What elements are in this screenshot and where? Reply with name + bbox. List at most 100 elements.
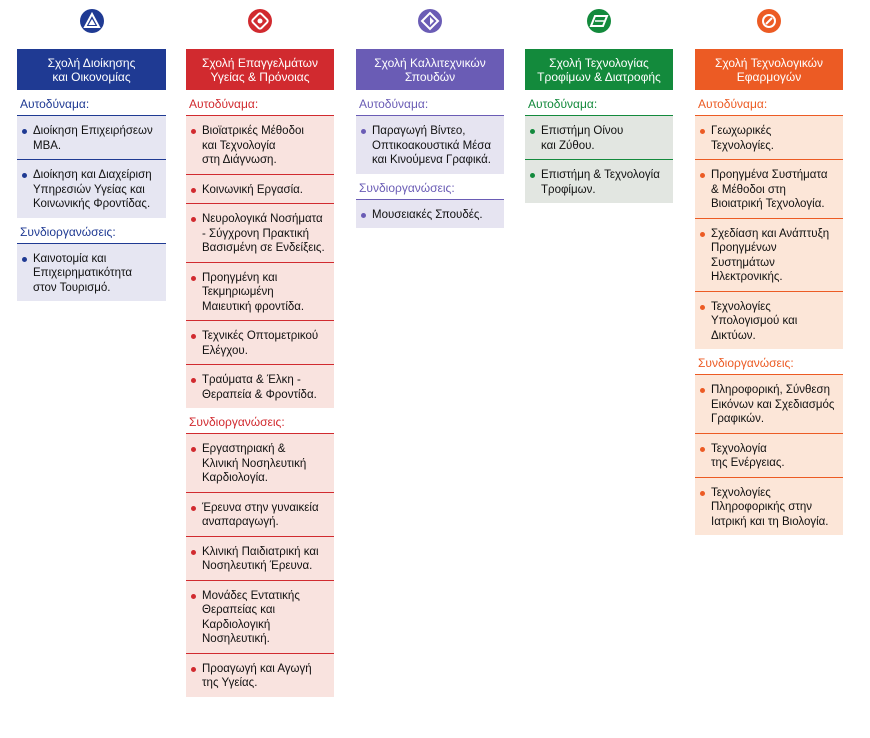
section-divider [356,115,504,116]
program-item: Εργαστηριακή & Κλινική Νοσηλευτική Καρδι… [186,434,334,493]
program-item: Κλινική Παιδιατρική και Νοσηλευτική Έρευ… [186,536,334,581]
program-name: Τραύματα & Έλκη - Θεραπεία & Φροντίδα. [202,374,317,401]
program-item: Προαγωγή και Αγωγή της Υγείας. [186,653,334,697]
program-name: Γεωχωρικές Τεχνολογίες. [711,125,774,152]
bullet-icon [191,187,196,193]
bullet-icon [191,334,196,339]
program-item: Μονάδες Εντατικής Θεραπείας και Καρδιολο… [186,580,334,654]
program-name: Προηγμένη και Τεκμηριωμένη Μαιευτική φρο… [202,271,305,313]
program-item: Μουσειακές Σπουδές. [356,199,504,228]
bullet-icon [700,388,705,393]
section-divider [17,115,166,116]
program-item: Νευρολογικά Νοσήματα - Σύγχρονη Πρακτική… [186,204,334,263]
program-item: Παραγωγή Βίντεο, Οπτικοακουστικά Μέσα κα… [356,116,504,174]
bullet-icon [22,129,27,134]
section-title: Συνδιοργανώσεις: [189,415,285,429]
section-divider [186,433,334,434]
program-name: Βιοϊατρικές Μέθοδοι και Τεχνολογία στη Δ… [202,125,304,166]
bullet-icon [361,129,366,134]
bullet-icon [530,173,535,178]
section-divider [525,115,673,116]
program-item: Τεχνολογίες Υπολογισμού και Δικτύων. [695,291,843,349]
bullet-icon [700,173,705,178]
program-item: Πληροφορική, Σύνθεση Εικόνων και Σχεδιασ… [695,375,843,434]
bullet-icon [191,593,196,599]
program-name: Εργαστηριακή & Κλινική Νοσηλευτική Καρδι… [202,443,307,484]
program-item: Γεωχωρικές Τεχνολογίες. [695,116,843,160]
school-title: Σχολή Τεχνολογικών Εφαρμογών [695,49,843,90]
program-name: Διοίκηση και Διαχείριση Υπηρεσιών Υγείας… [33,169,152,210]
bullet-icon [22,173,27,178]
program-item: Προηγμένα Συστήματα & Μέθοδοι στη Βιοιατ… [695,160,843,219]
program-name: Κοινωνική Εργασία. [202,183,303,196]
school-title: Σχολή Διοίκησης και Οικονομίας [17,49,166,90]
program-name: Προαγωγή και Αγωγή της Υγείας. [202,662,312,690]
heart-logo-icon [247,8,273,34]
program-item: Έρευνα στην γυναικεία αναπαραγωγή. [186,492,334,537]
program-name: Έρευνα στην γυναικεία αναπαραγωγή. [202,501,319,529]
program-name: Επιστήμη & Τεχνολογία Τροφίμων. [541,169,660,196]
school-title: Σχολή Καλλιτεχνικών Σπουδών [356,49,504,90]
section-title: Αυτοδύναμα: [359,97,429,111]
program-item: Διοίκηση και Διαχείριση Υπηρεσιών Υγείας… [17,160,166,218]
program-name: Νευρολογικά Νοσήματα - Σύγχρονη Πρακτική… [202,213,325,254]
program-name: Πληροφορική, Σύνθεση Εικόνων και Σχεδιασ… [711,384,835,425]
program-name: Τεχνικές Οπτομετρικού Ελέγχου. [202,330,319,357]
school-title-text: Σχολή Διοίκησης και Οικονομίας [47,55,136,84]
section-title: Αυτοδύναμα: [698,97,768,111]
bullet-icon [191,217,196,222]
section-divider [356,198,504,200]
program-name: Μουσειακές Σπουδές. [372,208,483,221]
program-item: Επιστήμη & Τεχνολογία Τροφίμων. [525,160,673,203]
section-divider [186,115,334,116]
bullet-icon [191,275,196,281]
program-name: Τεχνολογία της Ενέργειας. [711,442,785,470]
program-item: Τεχνολογίες Πληροφορικής στην Ιατρική κα… [695,477,843,535]
section-divider [695,115,843,116]
section-title: Συνδιοργανώσεις: [359,180,455,195]
program-item: Επιστήμη Οίνου και Ζύθου. [525,116,673,160]
program-item: Βιοϊατρικές Μέθοδοι και Τεχνολογία στη Δ… [186,116,334,175]
school-title-text: Σχολή Επαγγελμάτων Υγείας & Πρόνοιας [201,55,319,84]
section-divider [17,242,166,244]
section-title: Αυτοδύναμα: [528,97,598,111]
school-title: Σχολή Τεχνολογίας Τροφίμων & Διατροφής [525,49,673,90]
section-title: Συνδιοργανώσεις: [698,356,794,370]
bullet-icon [530,129,535,134]
program-item: Προηγμένη και Τεκμηριωμένη Μαιευτική φρο… [186,262,334,321]
bullet-icon [191,549,196,555]
program-item: Κοινωνική Εργασία. [186,174,334,204]
bullet-icon [700,304,705,310]
school-title-text: Σχολή Τεχνολογίας Τροφίμων & Διατροφής [537,55,661,84]
section-title: Αυτοδύναμα: [189,97,259,111]
bullet-icon [361,212,366,218]
bullet-icon [700,490,705,496]
program-item: Τραύματα & Έλκη - Θεραπεία & Φροντίδα. [186,365,334,408]
bullet-icon [191,447,196,452]
program-name: Τεχνολογίες Υπολογισμού και Δικτύων. [711,300,798,342]
bullet-icon [191,666,196,672]
program-name: Μονάδες Εντατικής Θεραπείας και Καρδιολο… [202,589,300,646]
bullet-icon [700,231,705,237]
program-name: Κλινική Παιδιατρική και Νοσηλευτική Έρευ… [202,545,319,573]
bullet-icon [700,129,705,134]
program-name: Τεχνολογίες Πληροφορικής στην Ιατρική κα… [711,486,829,528]
school-title: Σχολή Επαγγελμάτων Υγείας & Πρόνοιας [186,49,334,90]
school-title-text: Σχολή Καλλιτεχνικών Σπουδών [374,55,486,84]
program-name: Καινοτομία και Επιχειρηματικότητα στον Τ… [33,252,132,294]
parallelogram-logo-icon [586,8,612,34]
program-item: Σχεδίαση και Ανάπτυξη Πρoηγμένων Συστημά… [695,218,843,292]
bullet-icon [191,378,196,383]
program-name: Επιστήμη Οίνου και Ζύθου. [541,125,624,152]
program-name: Διοίκηση Επιχειρήσεων MBA. [33,125,153,152]
program-item: Διοίκηση Επιχειρήσεων MBA. [17,116,166,160]
bullet-icon [191,505,196,511]
program-item: Τεχνολογία της Ενέργειας. [695,433,843,478]
program-item: Καινοτομία και Επιχειρηματικότητα στον Τ… [17,243,166,301]
circle-logo-icon [756,8,782,34]
section-title: Συνδιοργανώσεις: [20,224,116,239]
